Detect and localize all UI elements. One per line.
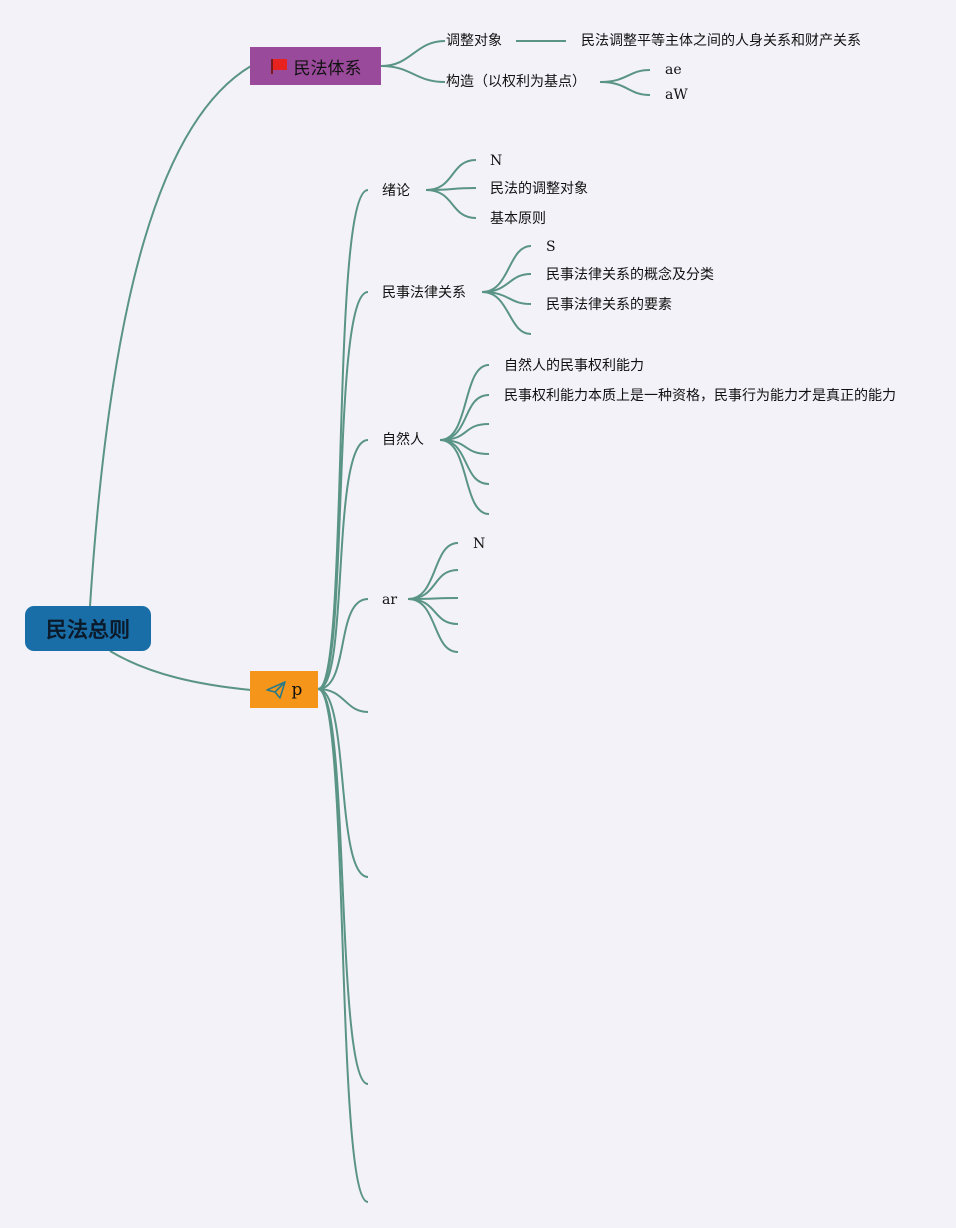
system-label: 民法体系 — [293, 58, 362, 79]
root-label: 民法总则 — [46, 617, 130, 642]
flag-icon — [270, 59, 287, 74]
connector-p-intro — [317, 189, 369, 690]
connector-structure-aw — [599, 81, 651, 96]
system-adjust-object[interactable]: 调整对象 — [446, 33, 502, 49]
system-adjust-detail[interactable]: 民法调整平等主体之间的人身关系和财产关系 — [581, 33, 861, 49]
system-node[interactable]: 民法体系 — [250, 47, 381, 85]
ar-node[interactable]: ar — [382, 592, 398, 608]
connector-natural-capacity — [439, 364, 490, 441]
connector-intro-principles — [425, 189, 477, 219]
intro-child-principles[interactable]: 基本原则 — [490, 211, 546, 227]
root-node[interactable]: 民法总则 — [25, 606, 151, 651]
connector-root-system — [89, 65, 252, 607]
legal-relation-child-s[interactable]: S — [546, 239, 556, 255]
connector-p-legal-relation — [317, 291, 369, 690]
structure-child-ae[interactable]: ae — [665, 62, 682, 78]
intro-node[interactable]: 绪论 — [382, 183, 410, 199]
connector-p-natural-person — [317, 439, 369, 690]
legal-relation-child-elements[interactable]: 民事法律关系的要素 — [546, 297, 672, 313]
intro-child-object[interactable]: 民法的调整对象 — [490, 181, 588, 197]
natural-person-child-essence[interactable]: 民事权利能力本质上是一种资格，民事行为能力才是真正的能力 — [504, 388, 896, 404]
legal-relation-node[interactable]: 民事法律关系 — [382, 285, 466, 301]
connector-p-child-6 — [317, 688, 369, 878]
structure-child-aw[interactable]: aW — [665, 87, 688, 103]
connector-relation-empty — [481, 291, 532, 335]
connector-p-child-5 — [317, 688, 369, 713]
p-node[interactable]: p — [250, 671, 318, 708]
connector-p-ar — [317, 598, 369, 690]
connector-structure-ae — [599, 69, 651, 83]
legal-relation-child-concept[interactable]: 民事法律关系的概念及分类 — [546, 267, 714, 283]
connector-relation-concept — [481, 273, 532, 293]
system-structure[interactable]: 构造（以权利为基点） — [446, 74, 586, 90]
connector-intro-n — [425, 159, 477, 191]
natural-person-node[interactable]: 自然人 — [382, 432, 424, 448]
connector-ar-empty-4 — [407, 598, 459, 653]
connector-system-structure — [380, 65, 446, 83]
connector-system-adjust — [380, 40, 446, 67]
ar-child-n[interactable]: N — [473, 536, 486, 552]
paper-plane-icon — [265, 680, 286, 699]
connector-natural-empty-4 — [439, 439, 490, 515]
intro-child-n[interactable]: N — [490, 153, 503, 169]
connector-root-p — [109, 650, 252, 691]
p-label: p — [291, 679, 303, 700]
connector-p-child-8 — [317, 688, 369, 1203]
connector-natural-essence — [439, 394, 490, 441]
connector-p-child-7 — [317, 688, 369, 1085]
natural-person-child-capacity[interactable]: 自然人的民事权利能力 — [504, 358, 644, 374]
